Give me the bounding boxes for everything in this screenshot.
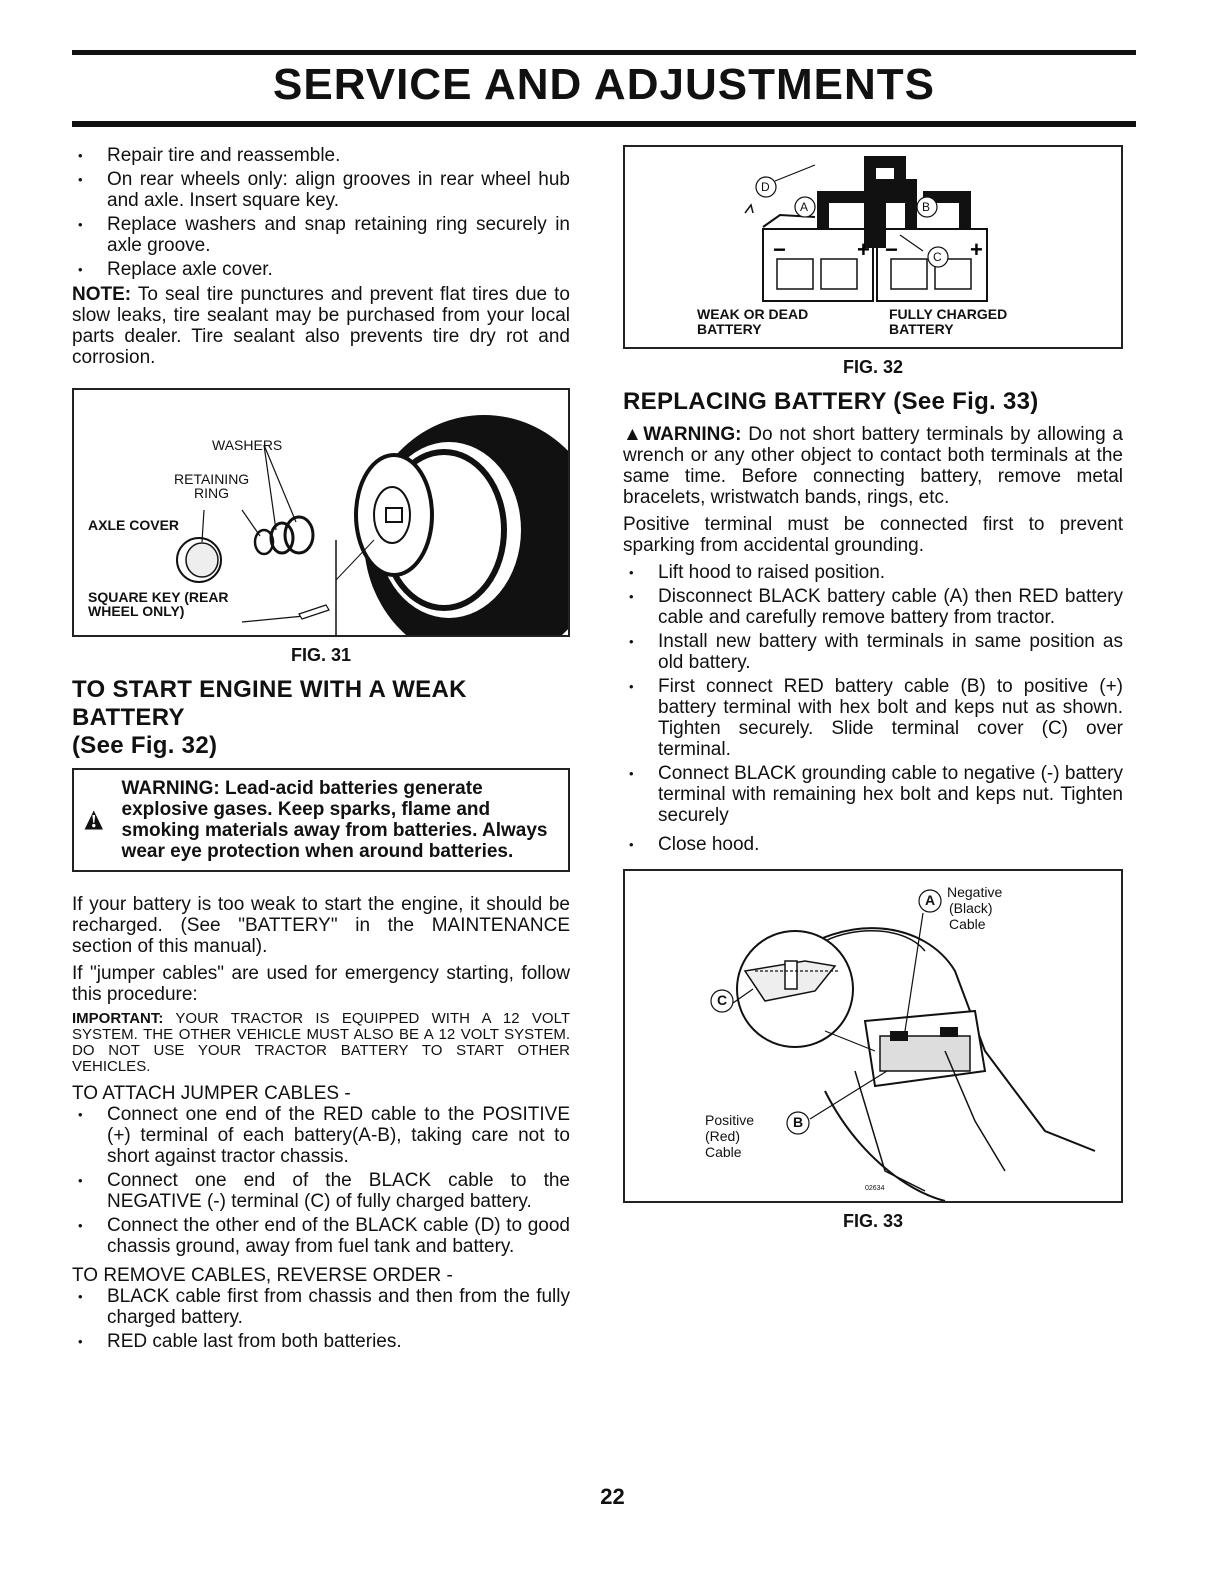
list-item: Connect one end of the BLACK cable to th… <box>72 1170 570 1212</box>
part-code: 02634 <box>865 1185 885 1192</box>
attach-steps-list: Connect one end of the RED cable to the … <box>72 1104 570 1257</box>
warning-text: WARNING: Lead-acid batteries generate ex… <box>121 778 548 862</box>
top-rule <box>72 50 1136 55</box>
label-weak-1: WEAK OR DEAD <box>697 306 809 322</box>
positive-paragraph: Positive terminal must be connected firs… <box>623 514 1123 556</box>
note-text: To seal tire punctures and prevent flat … <box>72 284 570 368</box>
label-b: B <box>922 200 931 214</box>
label-full-1: FULLY CHARGED <box>889 306 1008 322</box>
label-positive-3: Cable <box>705 1144 742 1160</box>
remove-heading: TO REMOVE CABLES, REVERSE ORDER - <box>72 1265 453 1286</box>
repair-steps-list: Repair tire and reassemble. On rear whee… <box>72 145 570 280</box>
battery-install-illustration <box>710 889 1096 1201</box>
label-full-2: BATTERY <box>889 321 954 337</box>
label-washers: WASHERS <box>212 437 283 453</box>
title-rule <box>72 121 1136 127</box>
small-warning-icon: ▲ <box>623 424 644 445</box>
list-item: Connect one end of the RED cable to the … <box>72 1104 570 1167</box>
list-item: BLACK cable first from chassis and then … <box>72 1286 570 1328</box>
svg-text:−: − <box>885 237 898 262</box>
label-a: A <box>800 200 809 214</box>
label-positive-1: Positive <box>705 1112 755 1128</box>
note-paragraph: NOTE: To seal tire punctures and prevent… <box>72 284 570 368</box>
label-square-key-1: SQUARE KEY (REAR <box>88 589 229 605</box>
remove-steps-list: BLACK cable first from chassis and then … <box>72 1286 570 1352</box>
fig33-label-c: C <box>717 992 728 1008</box>
label-weak-2: BATTERY <box>697 321 762 337</box>
heading-line-2: (See Fig. 32) <box>72 732 218 759</box>
warning-icon <box>84 810 103 830</box>
label-axle-cover: AXLE COVER <box>88 517 180 533</box>
important-paragraph: IMPORTANT: YOUR TRACTOR IS EQUIPPED WITH… <box>72 1011 570 1075</box>
important-text: YOUR TRACTOR IS EQUIPPED WITH A 12 VOLT … <box>72 1010 570 1075</box>
page-title: SERVICE AND ADJUSTMENTS <box>273 60 935 109</box>
right-column: − + − + D A B C WEAK OR DEAD BATTERY FUL… <box>623 145 1123 1242</box>
jumper-paragraph: If "jumper cables" are used for emergenc… <box>72 963 570 1005</box>
important-label: IMPORTANT: <box>72 1010 164 1027</box>
label-positive-2: (Red) <box>705 1128 741 1144</box>
list-item: Repair tire and reassemble. <box>72 145 570 166</box>
fig33-label-b: B <box>793 1114 804 1130</box>
list-item: RED cable last from both batteries. <box>72 1331 570 1352</box>
list-item: Close hood. <box>623 834 1123 855</box>
warning-box: WARNING: Lead-acid batteries generate ex… <box>72 768 570 872</box>
list-item: Replace washers and snap retaining ring … <box>72 214 570 256</box>
heading-line-1: TO START ENGINE WITH A WEAK BATTERY <box>72 676 467 731</box>
wheel-illustration <box>176 415 568 635</box>
list-item: Connect BLACK grounding cable to negativ… <box>623 763 1123 826</box>
label-c: C <box>933 250 942 264</box>
list-item: Lift hood to raised position. <box>623 562 1123 583</box>
label-square-key-2: WHEEL ONLY) <box>88 603 185 619</box>
page-number: 22 <box>600 1484 625 1509</box>
replace-steps-list: Lift hood to raised position. Disconnect… <box>623 562 1123 855</box>
weak-battery-heading: TO START ENGINE WITH A WEAK BATTERY(See … <box>72 676 570 760</box>
list-item: Disconnect BLACK battery cable (A) then … <box>623 586 1123 628</box>
fig32-box: − + − + D A B C WEAK OR DEAD BATTERY FUL… <box>623 145 1123 349</box>
fig32-caption: FIG. 32 <box>842 357 904 377</box>
svg-text:−: − <box>773 237 786 262</box>
fig33-caption: FIG. 33 <box>842 1211 904 1231</box>
attach-heading: TO ATTACH JUMPER CABLES - <box>72 1083 351 1104</box>
list-item: On rear wheels only: align grooves in re… <box>72 169 570 211</box>
list-item: Replace axle cover. <box>72 259 570 280</box>
left-column: Repair tire and reassemble. On rear whee… <box>72 145 570 1356</box>
svg-text:+: + <box>970 237 983 262</box>
label-retaining-2: RING <box>194 485 229 501</box>
fig31-box: WASHERS RETAINING RING AXLE COVER SQUARE… <box>72 388 570 637</box>
list-item: First connect RED battery cable (B) to p… <box>623 676 1123 760</box>
fig31-caption: FIG. 31 <box>290 645 352 665</box>
label-negative-1: Negative <box>947 884 1003 900</box>
svg-text:+: + <box>857 237 870 262</box>
list-item: Install new battery with terminals in sa… <box>623 631 1123 673</box>
fig33-label-a: A <box>925 892 936 908</box>
label-negative-3: Cable <box>949 916 986 932</box>
label-retaining-1: RETAINING <box>174 471 250 487</box>
warning-body: Do not short battery terminals by allowi… <box>623 424 1123 508</box>
replacing-battery-heading: REPLACING BATTERY (See Fig. 33) <box>623 388 1039 415</box>
note-label: NOTE: <box>72 284 132 305</box>
list-item: Connect the other end of the BLACK cable… <box>72 1215 570 1257</box>
jumper-diagram: − + − + <box>744 156 988 302</box>
recharge-paragraph: If your battery is too weak to start the… <box>72 894 570 957</box>
replacing-warning-paragraph: ▲WARNING: Do not short battery terminals… <box>623 424 1123 508</box>
warning-label: ▲WARNING: <box>623 424 742 445</box>
label-negative-2: (Black) <box>949 900 993 916</box>
label-d: D <box>761 180 770 194</box>
fig33-box: A C B Negative (Black) Cable Positive (R… <box>623 869 1123 1203</box>
